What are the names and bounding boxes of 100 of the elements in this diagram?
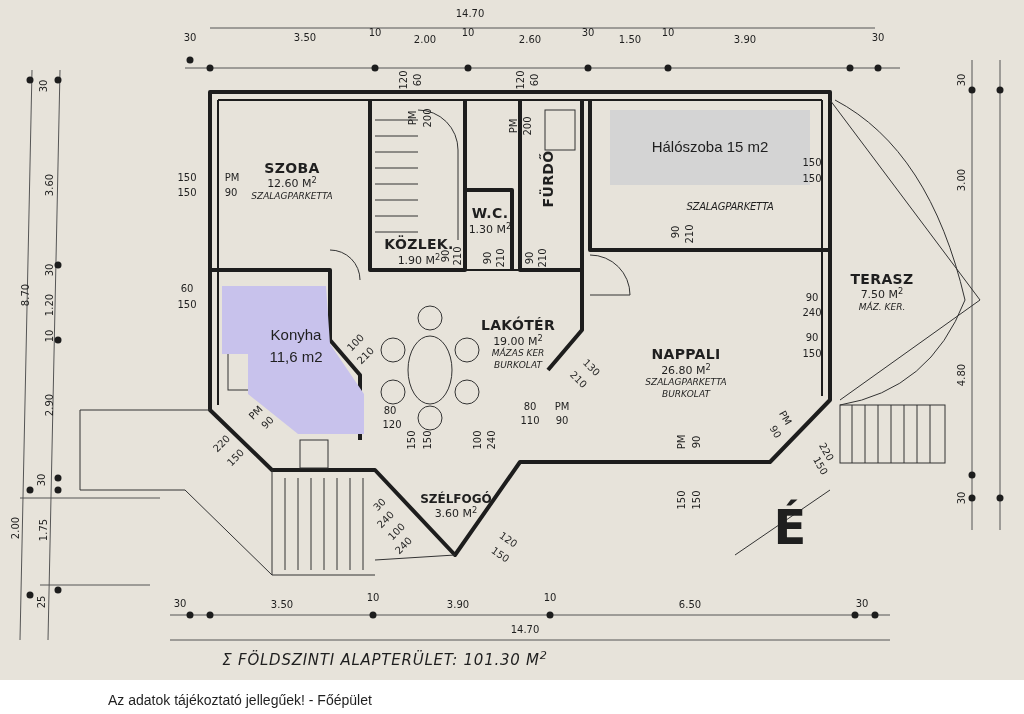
room-area: 19.00 M$^{2}$ [493,334,543,349]
room-area: 7.50 M$^{2}$ [860,288,904,302]
room-area: 1.90 M$^{2}$ [397,253,441,268]
dimension-label: 90 [671,225,681,239]
dimension-label: PM [509,118,519,134]
dimension-label: 60 [180,284,194,294]
dimension-label: 2.90 [45,393,55,417]
room-area: 12.60 M$^{2}$ [267,177,317,191]
room-name: TERASZ [850,270,914,287]
dimension-label: 90 [767,424,783,440]
room-name: SZÉLFOGÓ [420,491,492,506]
floor-note: SZALAGPARKETTA [251,191,333,203]
dimension-label: 10 [461,28,475,38]
room-name: NAPPALI [651,346,721,363]
dimension-label: 30 [855,599,869,609]
dimension-label: 2.00 [11,516,21,540]
dimension-label: 150 [677,490,687,510]
dimension-label: 4.80 [957,363,967,387]
room-area: 1.30 M$^{2}$ [468,222,512,237]
dimension-label: 30 [957,73,967,87]
dimension-label: 90 [483,251,493,265]
dimension-label: 60 [530,73,540,87]
dimension-label: 210 [453,246,463,266]
dimension-label: PM [224,173,240,183]
dimension-label: 90 [525,251,535,265]
dimension-label: 100 [473,430,483,450]
dimension-label: 10 [368,28,382,38]
dimension-label: 3.90 [446,600,470,610]
dimension-label: 10 [543,593,557,603]
dimension-label: 90 [555,416,569,426]
caption: Az adatok tájékoztató jellegűek! - Főépület [108,691,372,710]
dimension-label: 150 [177,188,197,198]
dimension-label: 110 [520,416,540,426]
dimension-label: 25 [37,595,47,609]
floor-note: MÁZ. KER. [858,302,906,314]
dimension-label: PM [554,402,570,412]
dimension-label: 90 [805,293,819,303]
dimension-label: 30 [173,599,187,609]
dimension-label: 10 [366,593,380,603]
room-name: FÜRDŐ [540,150,558,208]
dimension-label: 30 [581,28,595,38]
dimension-label: 30 [871,33,885,43]
dimension-label: PM [408,110,418,126]
dimension-label: 90 [224,188,238,198]
dimension-label: 14.70 [455,9,485,19]
dimension-label: 8.70 [21,283,31,307]
dimension-label: 150 [802,158,822,168]
dimension-label: 3.50 [270,600,294,610]
dimension-label: 10 [661,28,675,38]
dimension-label: 210 [685,224,695,244]
dimension-label: 3.60 [45,173,55,197]
dimension-label: 120 [382,420,402,430]
floor-note: BURKOLAT [662,388,710,400]
room-name: LAKÓTÉR [480,317,556,334]
dimension-label: 3.90 [733,35,757,45]
dimension-label: 1.50 [618,35,642,45]
dimension-label: 1.75 [39,518,49,542]
dimension-label: 200 [423,108,433,128]
dimension-label: PM [677,434,687,450]
dimension-label: 30 [39,79,49,93]
dimension-label: 60 [413,73,423,87]
dimension-label: 90 [441,249,451,263]
dimension-label: 210 [538,248,548,268]
room-label: Konyha 11,6 m2 [268,325,324,367]
floor-area-note: Σ FÖLDSZINTI ALAPTERÜLET: 101.30 M$^{2}$ [222,652,548,668]
dimension-label: 150 [177,173,197,183]
dimension-label: 3.50 [293,33,317,43]
dimension-label: 150 [407,430,417,450]
dimension-label: 80 [523,402,537,412]
room-area: 3.60 M$^{2}$ [434,506,478,521]
room-name: W.C. [471,205,509,222]
dimension-label: 30 [37,473,47,487]
dimension-label: 120 [516,70,526,90]
dimension-label: 2.60 [518,35,542,45]
floor-note: SZALAGPARKETTA [645,377,727,389]
floor-note: SZALAGPARKETTA [686,200,774,214]
room-name: SZOBA [264,159,320,176]
dimension-label: 150 [802,349,822,359]
dimension-label: 10 [45,329,55,343]
room-area: 26.80 M$^{2}$ [661,363,711,378]
floor-note: MÁZAS KER [491,348,545,360]
dimension-label: 240 [487,430,497,450]
dimension-label: 150 [423,430,433,450]
dimension-label: 2.00 [413,35,437,45]
dimension-label: 3.00 [957,168,967,192]
dimension-label: PM [777,409,793,427]
dimension-label: 80 [383,406,397,416]
dimension-label: 120 [399,70,409,90]
dimension-label: 90 [692,435,702,449]
dimension-label: 6.50 [678,600,702,610]
dimension-label: 30 [45,263,55,277]
dimension-label: 14.70 [510,625,540,635]
dimension-label: 240 [802,308,822,318]
dimension-label: 200 [523,116,533,136]
dimension-label: 210 [496,248,506,268]
dimension-label: 30 [957,491,967,505]
dimension-label: 90 [805,333,819,343]
dimension-label: 150 [692,490,702,510]
dimension-label: 1.20 [45,293,55,317]
dimension-label: 30 [183,33,197,43]
